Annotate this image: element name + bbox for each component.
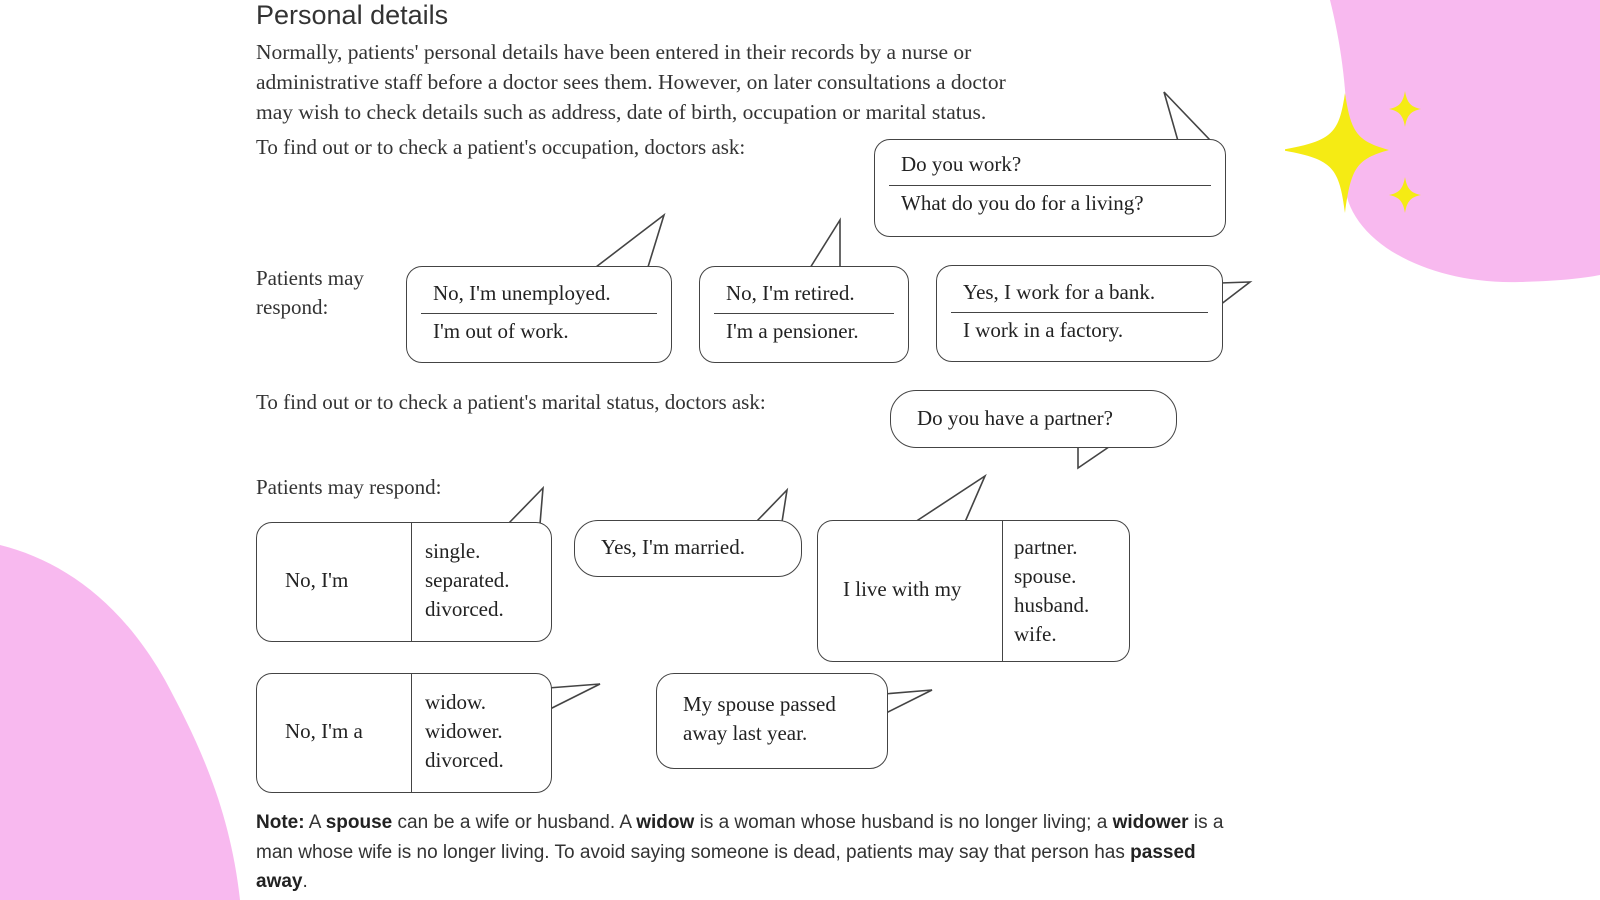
note-term: widower — [1112, 812, 1189, 833]
response-text: No, I'm unemployed. — [433, 281, 611, 305]
option-text: wife. — [1014, 622, 1057, 646]
divider — [889, 185, 1211, 186]
speech-tail — [1163, 91, 1211, 142]
response-text: I'm a pensioner. — [726, 319, 859, 343]
divider — [421, 313, 657, 314]
option-text: widower. — [425, 719, 503, 743]
response-text-block: My spouse passed away last year. — [683, 690, 836, 748]
option-text: widow. — [425, 690, 487, 714]
occupation-lead: To find out or to check a patient's occu… — [256, 135, 746, 159]
intro-paragraph: Normally, patients' personal details hav… — [256, 37, 1156, 127]
response-bubble-widow: No, I'm a widow. widower. divorced. — [256, 673, 552, 793]
response-line: away last year. — [683, 721, 808, 745]
response-text: Yes, I work for a bank. — [963, 280, 1156, 304]
speech-tail — [1219, 281, 1253, 306]
note-text: can be a wife or husband. A — [392, 812, 637, 833]
doctor-question: Do you have a partner? — [917, 406, 1113, 430]
response-options: partner. spouse. husband. wife. — [1014, 533, 1089, 649]
doctor-question: What do you do for a living? — [901, 191, 1144, 215]
response-prefix: I live with my — [843, 577, 962, 601]
option-text: separated. — [425, 568, 510, 592]
note-term: passed away — [256, 841, 1196, 893]
marital-lead: To find out or to check a patient's mari… — [256, 390, 766, 414]
response-bubble-work: Yes, I work for a bank. I work in a fact… — [936, 265, 1223, 362]
divider — [411, 523, 412, 641]
intro-line: may wish to check details such as addres… — [256, 100, 987, 124]
response-text: I'm out of work. — [433, 319, 569, 343]
divider — [411, 674, 412, 792]
responses-label: Patients may respond: — [256, 475, 442, 499]
divider — [714, 313, 894, 314]
speech-tail — [914, 473, 987, 523]
divider — [1002, 521, 1003, 661]
response-bubble-married: Yes, I'm married. — [574, 520, 802, 577]
speech-tail — [883, 689, 933, 715]
intro-line: administrative staff before a doctor see… — [256, 70, 1006, 94]
label-line: Patients may — [256, 266, 364, 290]
note-term: widow — [636, 812, 695, 833]
response-bubble-unemployed: No, I'm unemployed. I'm out of work. — [406, 266, 672, 363]
option-text: partner. — [1014, 535, 1078, 559]
option-text: husband. — [1014, 593, 1090, 617]
section-title: Personal details — [256, 0, 449, 30]
doctor-occupation-bubble: Do you work? What do you do for a living… — [874, 139, 1226, 237]
response-prefix: No, I'm — [285, 568, 349, 592]
speech-tail — [507, 485, 544, 525]
doctor-question: Do you work? — [901, 152, 1022, 176]
note-text: is a man whose wife is no longer living.… — [256, 812, 1224, 863]
response-bubble-live-with: I live with my partner. spouse. husband.… — [817, 520, 1130, 662]
note-text: A — [304, 812, 326, 833]
label-line: respond: — [256, 295, 329, 319]
speech-tail — [595, 212, 666, 268]
response-bubble-single: No, I'm single. separated. divorced. — [256, 522, 552, 642]
responses-label: Patients may respond: — [256, 264, 364, 322]
note-term: spouse — [325, 812, 393, 833]
response-options: single. separated. divorced. — [425, 537, 510, 624]
response-options: widow. widower. divorced. — [425, 688, 504, 775]
response-prefix: No, I'm a — [285, 719, 363, 743]
speech-tail — [755, 487, 789, 523]
option-text: divorced. — [425, 597, 504, 621]
response-bubble-passed-away: My spouse passed away last year. — [656, 673, 888, 769]
response-line: My spouse passed — [683, 692, 836, 716]
option-text: divorced. — [425, 748, 504, 772]
note-label: Note: — [256, 812, 305, 833]
sparkle-icon — [1285, 91, 1421, 213]
response-bubble-retired: No, I'm retired. I'm a pensioner. — [699, 266, 909, 363]
divider — [951, 312, 1208, 313]
vocabulary-note: Note: A spouse can be a wife or husband.… — [256, 808, 1236, 897]
response-text: Yes, I'm married. — [601, 535, 745, 559]
speech-tail — [809, 217, 841, 269]
response-text: I work in a factory. — [963, 318, 1124, 342]
option-text: single. — [425, 539, 481, 563]
response-text: No, I'm retired. — [726, 281, 855, 305]
speech-tail — [547, 683, 601, 711]
note-text: is a woman whose husband is no longer li… — [694, 812, 1113, 833]
intro-line: Normally, patients' personal details hav… — [256, 40, 972, 64]
option-text: spouse. — [1014, 564, 1077, 588]
doctor-marital-bubble: Do you have a partner? — [890, 390, 1177, 448]
note-text: . — [302, 871, 308, 892]
